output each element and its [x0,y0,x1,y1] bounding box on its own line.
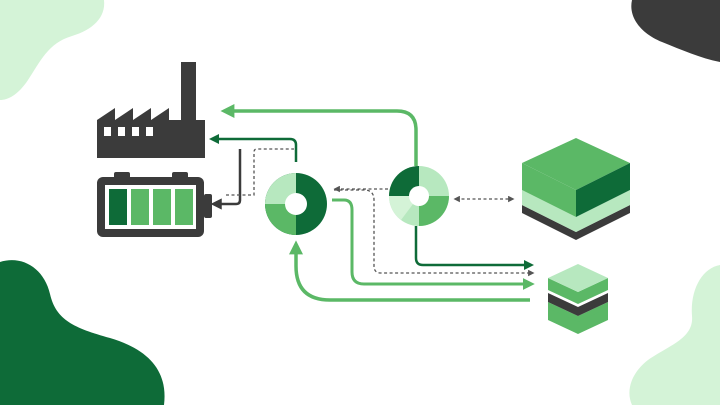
arrow-loop-to-ring [289,240,530,302]
arrow-top-to-factory [220,104,418,166]
arrow-ring-to-small-block [414,226,534,270]
arrow-to-battery [210,149,242,210]
battery-icon [97,172,212,237]
arrow-ring-to-factory [209,134,298,162]
dashed-loop [226,148,294,196]
blob-top-left [0,0,105,100]
arrow-green-to-small-block [332,198,535,290]
right-ring-icon [389,166,449,226]
factory-icon [97,62,205,158]
small-layered-block-icon [548,264,608,334]
left-ring-icon [265,173,327,235]
large-layered-block-icon [522,138,630,240]
blob-bottom-left [0,260,165,405]
dashed-ring-to-small-block [334,189,535,277]
blob-top-right [631,0,720,62]
blob-bottom-right [629,265,720,405]
